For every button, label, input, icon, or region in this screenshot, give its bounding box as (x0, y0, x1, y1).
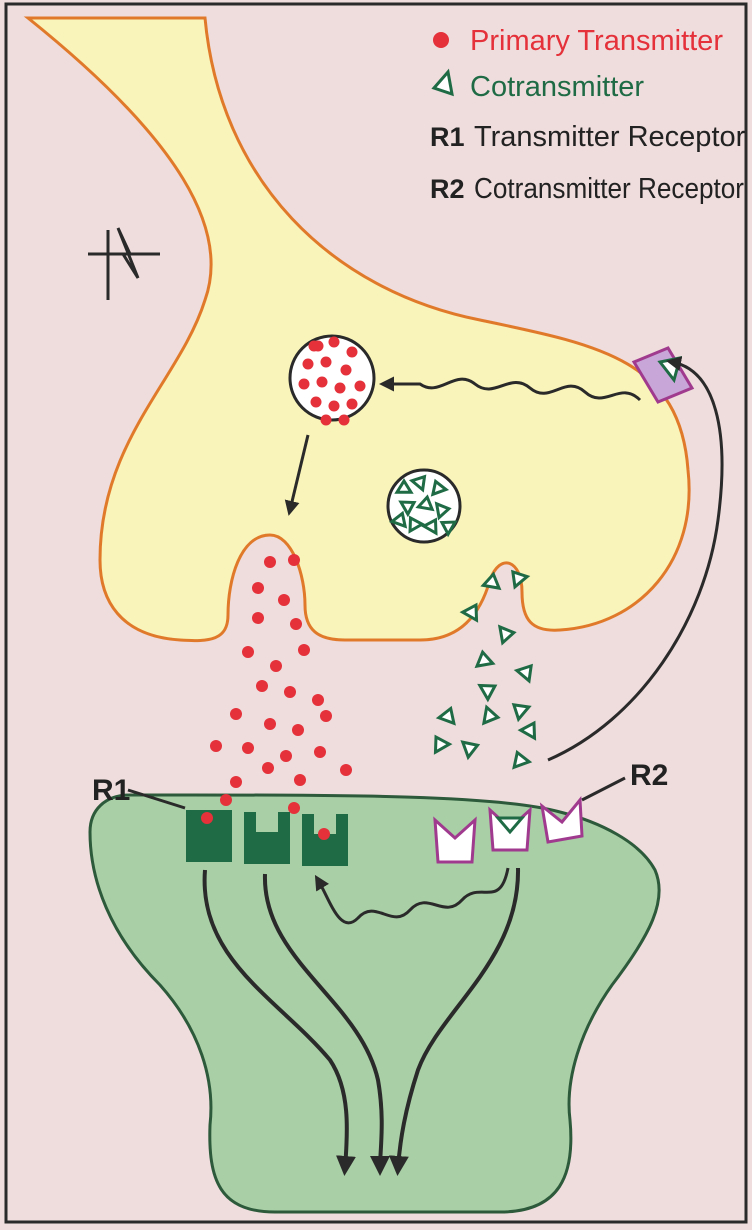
bound-primary-transmitter (318, 828, 330, 840)
vesicle-dot (339, 415, 350, 426)
vesicle-dot (335, 383, 346, 394)
legend-r1-key: R1 (430, 122, 465, 152)
vesicle-dot (311, 397, 322, 408)
released-dot (294, 774, 306, 786)
vesicle-dot (317, 377, 328, 388)
vesicle-dot (347, 347, 358, 358)
released-dot (284, 686, 296, 698)
released-dot (292, 724, 304, 736)
vesicle-dot (303, 359, 314, 370)
released-dot (290, 618, 302, 630)
vesicle-dot (347, 399, 358, 410)
bound-primary-transmitter (201, 812, 213, 824)
released-dot (230, 708, 242, 720)
vesicle-dot (321, 357, 332, 368)
released-dot (312, 694, 324, 706)
vesicle-dot (329, 401, 340, 412)
released-dot (320, 710, 332, 722)
released-dot (262, 762, 274, 774)
released-dot (298, 644, 310, 656)
legend-r2-key: R2 (430, 174, 465, 204)
released-dot (256, 680, 268, 692)
vesicle-dot (355, 381, 366, 392)
vesicle-dot (321, 415, 332, 426)
released-dot (270, 660, 282, 672)
released-dot (252, 612, 264, 624)
released-dot (230, 776, 242, 788)
released-dot (264, 556, 276, 568)
legend-primary-label: Primary Transmitter (470, 25, 723, 57)
released-dot (264, 718, 276, 730)
legend-r1-label: Transmitter Receptor (474, 121, 746, 153)
released-dot (220, 794, 232, 806)
released-dot (210, 740, 222, 752)
vesicle-dot (313, 341, 324, 352)
released-dot (252, 582, 264, 594)
r2-label: R2 (630, 759, 668, 792)
released-dot (288, 554, 300, 566)
released-dot (242, 742, 254, 754)
released-dot (242, 646, 254, 658)
released-dot (340, 764, 352, 776)
legend-cotransmitter-label: Cotransmitter (470, 71, 644, 103)
vesicle-dot (329, 337, 340, 348)
r1-label: R1 (92, 774, 130, 807)
vesicle-dot (341, 365, 352, 376)
vesicle-dot (299, 379, 310, 390)
released-dot (314, 746, 326, 758)
released-dot (280, 750, 292, 762)
legend-r2-label: Cotransmitter Receptor (474, 173, 744, 205)
red-dot-icon (433, 32, 449, 48)
released-dot (278, 594, 290, 606)
